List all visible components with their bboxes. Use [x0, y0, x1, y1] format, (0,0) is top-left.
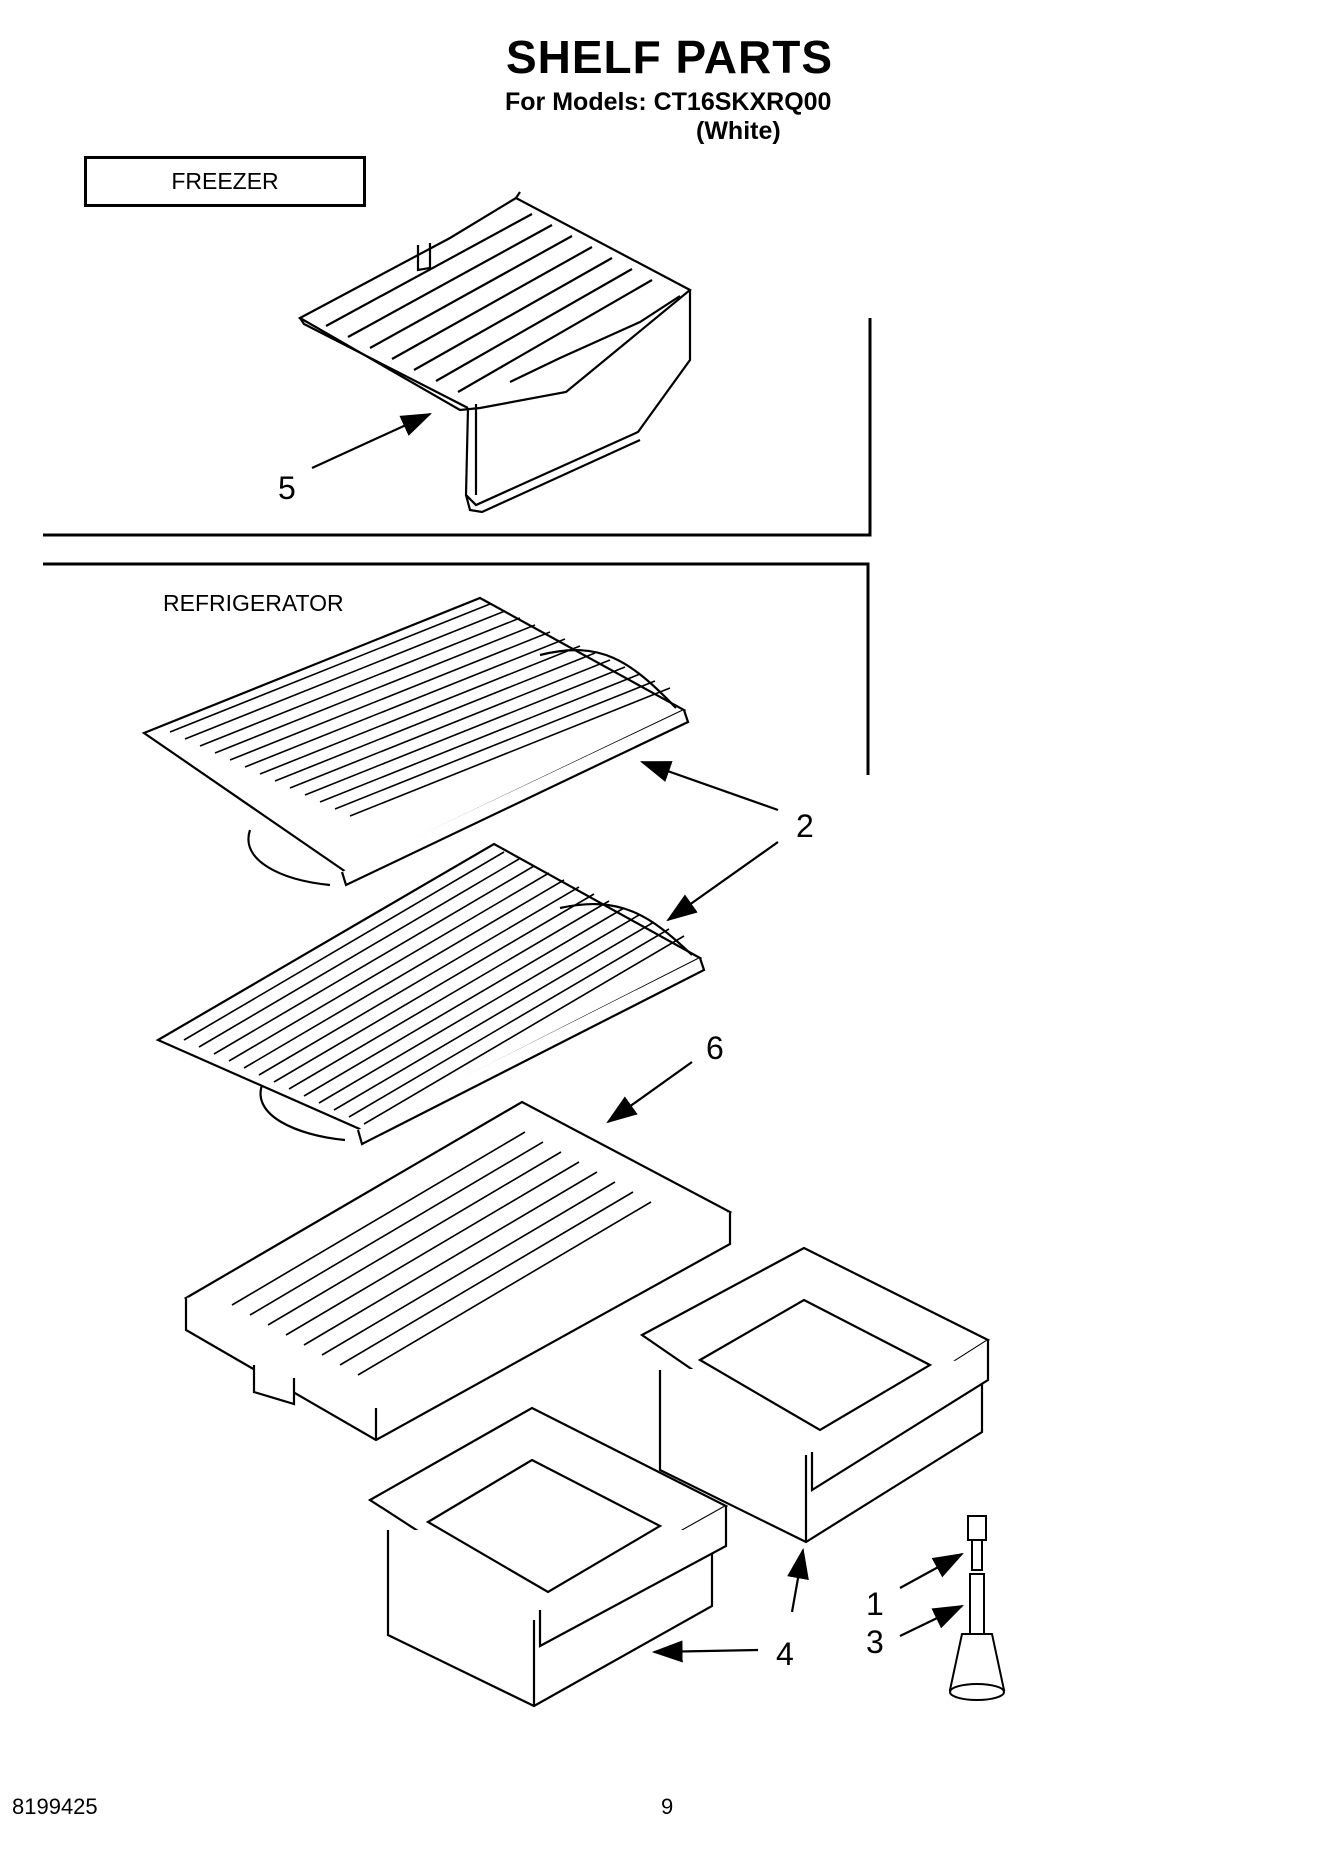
callout-6: 6	[706, 1030, 724, 1066]
freezer-section-label: FREEZER	[84, 156, 366, 207]
leader-arrows	[311, 412, 964, 1663]
callout-3: 3	[866, 1624, 884, 1660]
page-title: SHELF PARTS	[505, 31, 834, 83]
leveling-leg	[948, 1515, 1006, 1701]
callout-4: 4	[776, 1636, 794, 1672]
callout-1: 1	[866, 1586, 884, 1622]
document-number: 8199425	[12, 1794, 98, 1819]
refrigerator-section-label: REFRIGERATOR	[163, 590, 344, 616]
callout-5: 5	[278, 470, 296, 506]
crisper-drawer-right	[639, 1246, 991, 1544]
page-number: 9	[661, 1794, 674, 1819]
color-line: (White)	[696, 117, 781, 145]
freezer-wire-shelf	[297, 191, 692, 514]
callout-2: 2	[796, 808, 814, 844]
refrigerator-wire-shelf-upper	[141, 596, 690, 887]
models-line: For Models: CT16SKXRQ00	[505, 88, 832, 116]
refrigerator-wire-shelf-lower	[155, 842, 706, 1146]
section-dividers	[43, 318, 872, 775]
freezer-label-text: FREEZER	[171, 168, 279, 194]
crisper-cover	[183, 1100, 733, 1442]
crisper-drawer-left	[367, 1406, 729, 1708]
